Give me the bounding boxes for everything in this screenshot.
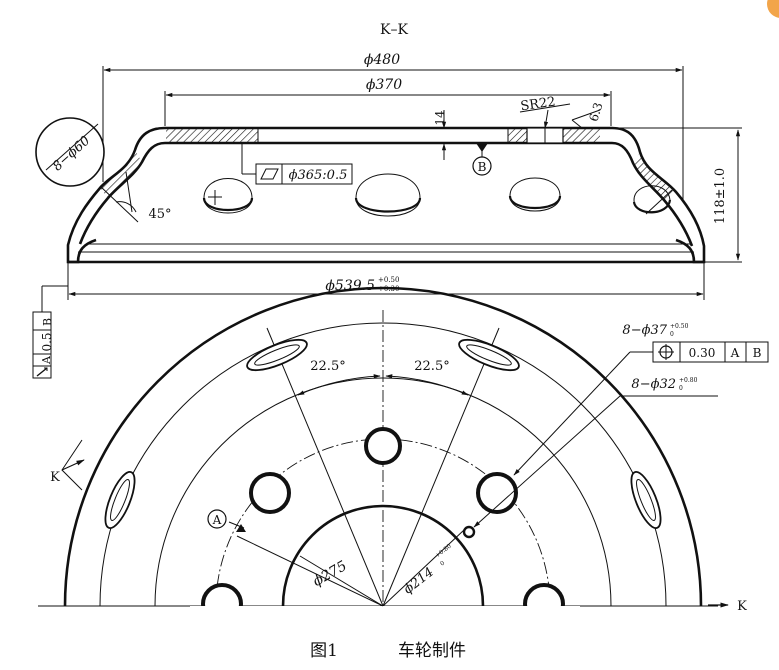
hole37-label: 8−ϕ37 [622,323,667,338]
dim-480-label: ϕ480 [364,52,400,68]
hole32-label: 8−ϕ32 [631,377,676,392]
corner-accent-mark [767,0,779,18]
datum-a-balloon [207,509,227,529]
dim-539: ϕ539.5 +0.50 +0.30 [67,262,705,300]
section-label: K–K [380,22,408,38]
dim-sr22: SR22 6.3 [520,95,606,129]
pos-datum-a: A [730,346,740,360]
runout-b: B [41,318,54,326]
vent-slot [630,471,662,529]
figure-number: 图1 [310,641,338,661]
cut-k-right: K [737,599,747,614]
datum-b-section-label: B [478,160,487,174]
dim-14-label: 14 [433,110,447,126]
dim-539-upper: +0.50 [378,276,399,284]
wheel-section [66,126,706,264]
hole32-tol-lower: 0 [679,385,683,392]
dim-214-tol-lower: 0 [439,560,446,568]
dim-height: 118±1.0 [612,127,742,263]
bolt-hole [476,472,518,514]
hole37-tol: +0.50 [670,323,689,330]
pos-datum-b: B [753,346,762,360]
small-hole [462,525,476,539]
figure-title: 车轮制件 [398,641,466,661]
hole32-callout: 8−ϕ32 +0.80 0 [473,377,718,528]
dim-214-tol: +0.80 [434,543,453,560]
datum-b-section: B [472,143,492,176]
angle-right-label: 22.5° [414,359,449,374]
flatness-callout: ϕ365:0.5 [241,143,353,185]
vent-slot [104,471,136,529]
dim-370-label: ϕ370 [366,77,402,93]
pos-tol-value: 0.30 [689,346,716,360]
dim-6-3-label: 6.3 [586,101,605,123]
angle-45-label: 45° [148,207,171,222]
vent-slot [458,338,520,372]
flatness-value: ϕ365:0.5 [289,168,348,183]
sr22-label: SR22 [520,95,557,115]
runout-tol: 0.5 [40,332,54,351]
hole37-callout: 8−ϕ37 +0.50 0 0.30 A B [513,323,769,476]
cut-k-left: K [50,470,60,485]
bolt-hole [249,472,291,514]
vent-slot [246,338,308,372]
front-view: 22.5° 22.5° A ϕ275 ϕ214 +0.80 0 [38,286,747,636]
detail-balloon-hole60: 8−ϕ60 45° [35,117,172,223]
runout-a: A [40,355,53,365]
dim-480: ϕ480 [102,52,684,200]
hatch-left [166,129,258,142]
runout-callout: 0.5 A B [32,285,68,379]
dim-370: ϕ370 [164,77,612,126]
datum-a-label: A [212,513,222,527]
dim-14: 14 [433,110,447,160]
height-label: 118±1.0 [713,168,728,224]
hole37-tol-lower: 0 [670,331,674,338]
bolt-hole [364,427,402,465]
hole32-tol: +0.80 [679,377,698,384]
dim-214-label: ϕ214 [401,565,437,598]
angle-left-label: 22.5° [310,359,345,374]
